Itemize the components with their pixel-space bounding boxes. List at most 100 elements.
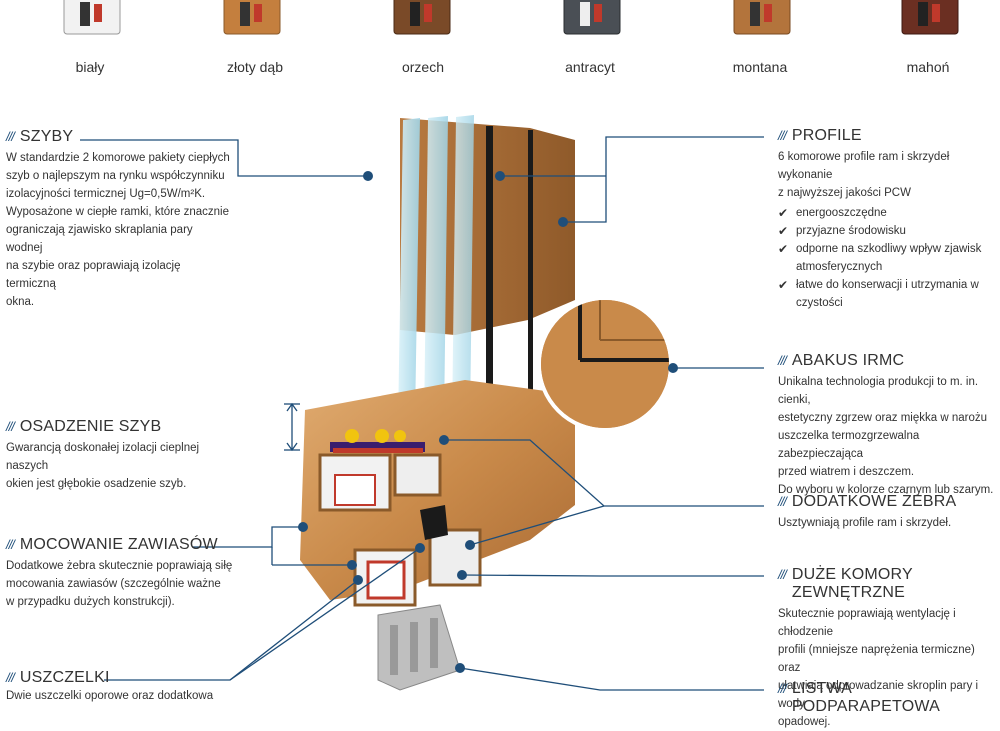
body-line: z najwyższej jakości PCW (778, 187, 911, 199)
swatch-mahon (898, 0, 962, 42)
swatch-montana (730, 0, 794, 42)
profile-chamber-steel (334, 474, 376, 506)
profile-thumbnail-icon (393, 0, 451, 35)
body-line: W standardzie 2 komorowe pakiety ciepłyc… (6, 152, 230, 164)
checklist-item: ✔energooszczędne (778, 206, 887, 220)
swatch-label-zloty-dab: złoty dąb (226, 59, 284, 75)
leader-profile (563, 136, 764, 223)
leader-zebra (444, 439, 764, 507)
section-dodatkowe-zebra: /// DODATKOWE ŻEBRA Usztywniają profile r… (778, 493, 998, 532)
body-line: Dodatkowe żebra skutecznie poprawiają si… (6, 560, 233, 572)
swatch-zloty-dab (220, 0, 284, 42)
section-title: DODATKOWE ŻEBRA (791, 493, 957, 510)
body-line: w przypadku dużych konstrukcji). (6, 596, 175, 608)
slash-marker-icon: /// (6, 537, 15, 552)
swatch-bialy (60, 0, 124, 42)
desiccant-3 (394, 430, 406, 442)
body-line: szyb o najlepszym na rynku współczynniku (6, 170, 225, 182)
body-line: ograniczają zjawisko skraplania pary wod… (6, 224, 193, 254)
body-line: przed wiatrem i deszczem. (778, 466, 915, 478)
checkmark-icon: ✔ (778, 224, 789, 238)
desiccant-2 (375, 429, 389, 443)
swatch-orzech (390, 0, 454, 42)
checkmark-icon: ✔ (778, 206, 789, 220)
sill-rib-2 (410, 622, 418, 672)
body-line: Unikalna technologia produkcji to m. in.… (778, 376, 979, 406)
body-line: okna. (6, 296, 35, 308)
slash-marker-icon: /// (778, 494, 787, 509)
section-title: MOCOWANIE ZAWIASÓW (19, 536, 218, 553)
section-szyby: /// SZYBY W standardzie 2 komorowe pakiet… (6, 128, 231, 311)
section-title: SZYBY (19, 128, 74, 145)
profile-chamber-4 (428, 528, 482, 587)
section-mocowanie-zawiasow: /// MOCOWANIE ZAWIASÓW Dodatkowe żebra sk… (6, 536, 236, 611)
swatch-label-orzech: orzech (401, 59, 445, 75)
body-line: 6 komorowe profile ram i skrzydeł wykona… (778, 151, 950, 181)
leader-listwa (459, 667, 764, 691)
slash-marker-icon: /// (778, 128, 787, 143)
body-line: Do wyboru w kolorze czarnym lub szarym. (778, 484, 994, 496)
body-line: na szybie oraz poprawiają izolację termi… (6, 260, 181, 290)
section-uszczelki: /// USZCZELKI Dwie uszczelki oporowe oraz… (6, 669, 236, 705)
profile-chamber-2 (393, 453, 442, 497)
swatch-label-montana: montana (732, 59, 788, 75)
glass-spacer (330, 442, 425, 452)
feature-checklist: ✔energooszczędne ✔przyjazne środowisku ✔… (778, 204, 998, 312)
desiccant-1 (345, 429, 359, 443)
checkmark-icon: ✔ (778, 278, 789, 292)
profile-thumbnail-icon (563, 0, 621, 35)
leader-mocowanie (192, 526, 303, 548)
leader-komory (461, 574, 764, 577)
body-line: Wyposażone w ciepłe ramki, które znaczni… (6, 206, 229, 218)
swatch-antracyt (560, 0, 624, 42)
section-profile: /// PROFILE 6 komorowe profile ram i skrz… (778, 127, 998, 312)
section-listwa-podparapetowa: /// LISTWA PODPARAPETOWA (778, 680, 998, 716)
section-title: OSADZENIE SZYB (19, 418, 162, 435)
checkmark-icon: ✔ (778, 242, 789, 256)
slash-marker-icon: /// (6, 129, 15, 144)
profile-thumbnail-icon (901, 0, 959, 35)
body-line: Usztywniają profile ram i skrzydeł. (778, 517, 952, 529)
window-cross-section-diagram (80, 115, 764, 691)
profile-thumbnail-icon (63, 0, 121, 35)
slash-marker-icon: /// (778, 681, 787, 696)
glass-pane-middle (424, 116, 448, 425)
profile-thumbnail-icon (733, 0, 791, 35)
glass-spacer-red (333, 448, 423, 453)
glass-pane-inner (452, 115, 474, 422)
swatch-label-mahon: mahoń (906, 59, 950, 75)
body-line: estetyczny zgrzew oraz miękka w narożu (778, 412, 987, 424)
body-line: izolacyjności termicznej Ug=0,5W/m²K. (6, 188, 206, 200)
section-title: ABAKUS IRMC (791, 352, 905, 369)
swatch-label-antracyt: antracyt (565, 59, 615, 75)
section-abakus-irmc: /// ABAKUS IRMC Unikalna technologia prod… (778, 352, 998, 499)
body-line: profili (mniejsze naprężenia termiczne) … (778, 644, 975, 674)
body-line: Skutecznie poprawiają wentylację i chłod… (778, 608, 956, 638)
section-title: DUŻE KOMORY ZEWNĘTRZNE (791, 566, 913, 601)
gasket (420, 505, 448, 540)
swatch-label-bialy: biały (75, 59, 105, 75)
leader-szyby (80, 139, 368, 177)
body-line: mocowania zawiasów (szczególnie ważne (6, 578, 221, 590)
sill-rib-3 (430, 618, 438, 668)
section-title: LISTWA PODPARAPETOWA (791, 680, 940, 715)
body-line: Dwie uszczelki oporowe oraz dodatkowa (6, 690, 214, 702)
glass-pane-outer (398, 118, 420, 425)
section-title: PROFILE (791, 127, 862, 144)
seal-strip-vertical-2 (528, 130, 533, 430)
slash-marker-icon: /// (778, 567, 787, 582)
slash-marker-icon: /// (6, 419, 15, 434)
seal-strip-vertical (486, 126, 493, 426)
body-line: uszczelka termozgrzewalna zabezpieczając… (778, 430, 920, 460)
body-line: Gwarancją doskonałej izolacji cieplnej n… (6, 442, 200, 472)
checklist-item: ✔przyjazne środowisku (778, 224, 906, 238)
profile-thumbnail-icon (223, 0, 281, 35)
body-line: okien jest głębokie osadzenie szyb. (6, 478, 187, 490)
sill-strip (377, 604, 461, 691)
section-osadzenie-szyb: /// OSADZENIE SZYB Gwarancją doskonałej i… (6, 418, 236, 493)
slash-marker-icon: /// (778, 353, 787, 368)
slash-marker-icon: /// (6, 670, 15, 685)
section-title: USZCZELKI (19, 669, 110, 686)
